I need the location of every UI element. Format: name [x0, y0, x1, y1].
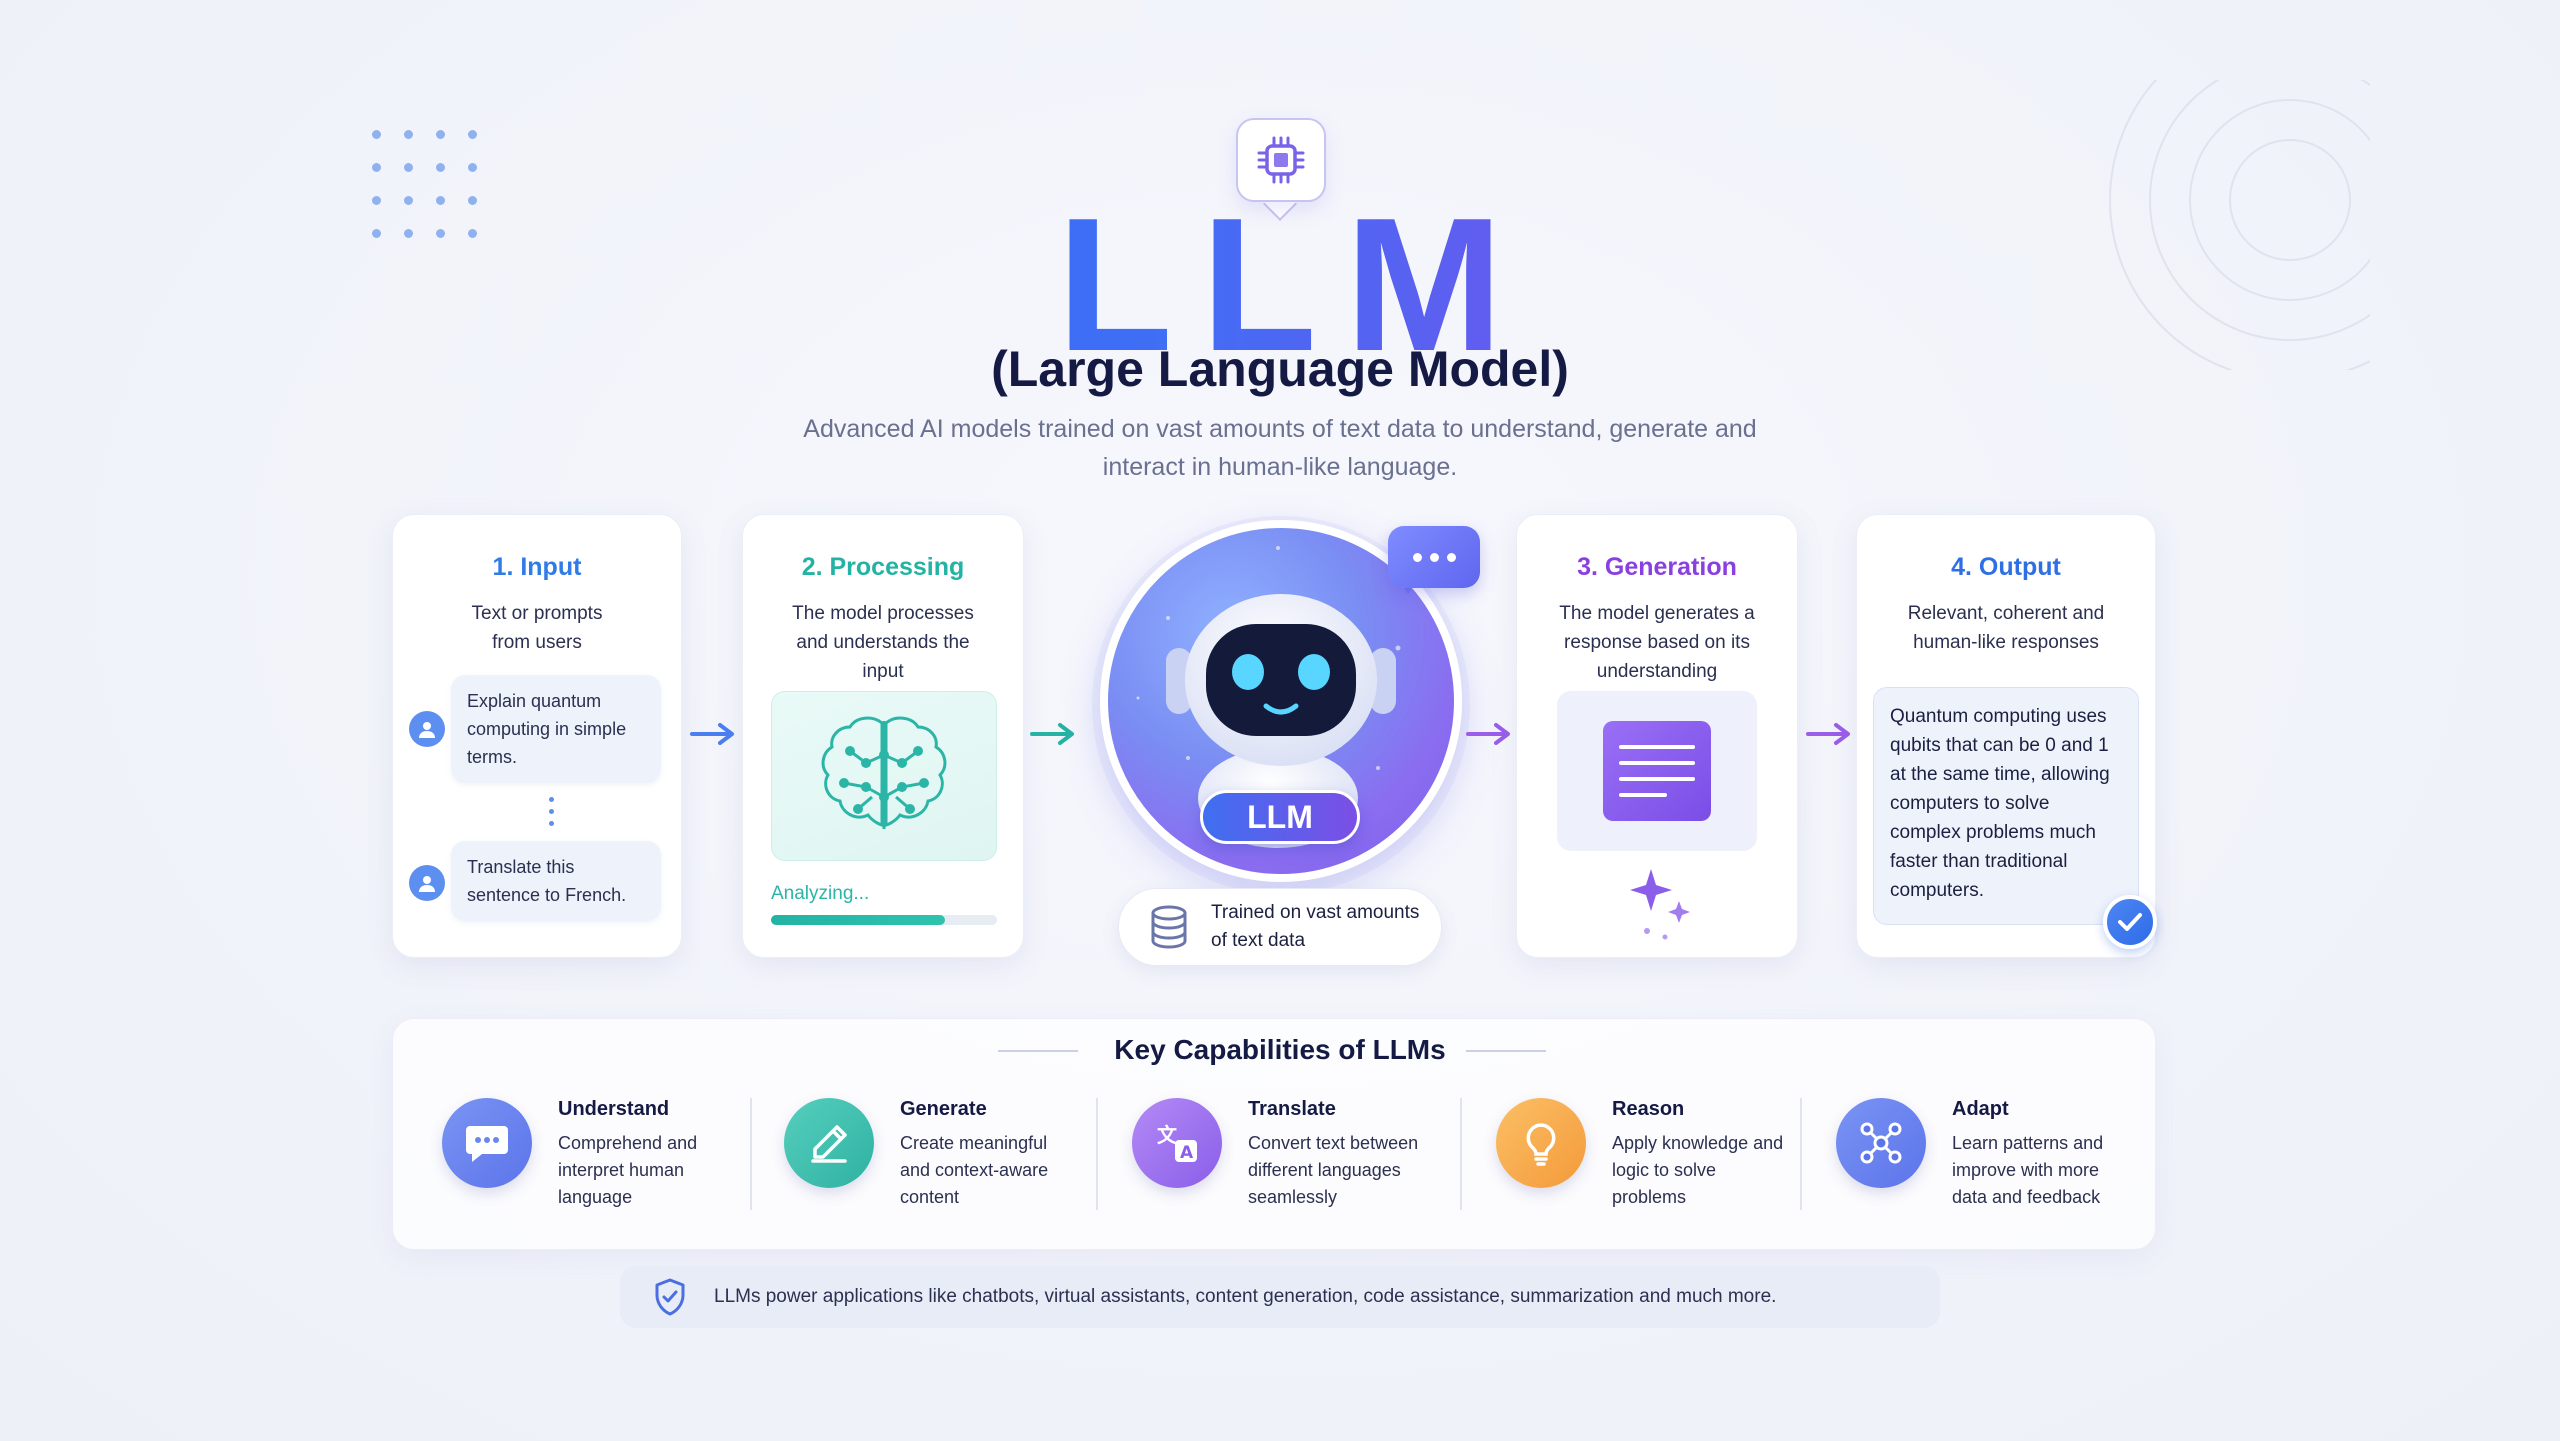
- sparkle-icon: [1630, 869, 1690, 940]
- step-processing-text: The model processes and understands the …: [792, 603, 974, 682]
- step-output-card: 4. Output Relevant, coherent and human-l…: [1856, 514, 2157, 958]
- capability-desc: Learn patterns and improve with more dat…: [1952, 1133, 2104, 1207]
- capability-desc: Apply knowledge and logic to solve probl…: [1612, 1133, 1784, 1207]
- capability-name: Understand: [558, 1098, 670, 1120]
- output-response: Quantum computing uses qubits that can b…: [1873, 687, 2139, 925]
- trained-data-pill: Trained on vast amounts of text data: [1118, 888, 1442, 966]
- step-generation-title: 3. Generation: [1577, 553, 1737, 581]
- page-title: LLM: [0, 190, 2560, 380]
- divider: [1460, 1098, 1462, 1210]
- capabilities-title: Key Capabilities of LLMs: [1114, 1034, 1446, 1065]
- capability-desc: Comprehend and interpret human language: [558, 1133, 698, 1207]
- network-icon: [1836, 1098, 1926, 1188]
- llm-badge: LLM: [1200, 790, 1360, 844]
- page-subtitle: (Large Language Model): [991, 341, 1569, 397]
- step-input-text: Text or prompts from users: [471, 603, 603, 653]
- step-processing-card: 2. Processing The model processes and un…: [742, 514, 1024, 958]
- step-generation-text: The model generates a response based on …: [1559, 603, 1755, 682]
- user-avatar-icon: [409, 865, 445, 901]
- divider: [1800, 1098, 1802, 1210]
- trained-text: Trained on vast amounts of text data: [1211, 902, 1420, 951]
- user-avatar-icon: [409, 711, 445, 747]
- svg-text:文: 文: [1157, 1123, 1178, 1147]
- decorative-dots: [372, 130, 482, 240]
- pencil-icon: [784, 1098, 874, 1188]
- step-processing-title: 2. Processing: [801, 553, 965, 581]
- footer-text: LLMs power applications like chatbots, v…: [714, 1286, 1777, 1307]
- more-dots-icon: [549, 797, 555, 833]
- analyzing-progress-bar: [771, 915, 997, 925]
- prompt-bubble: Translate this sentence to French.: [451, 841, 661, 921]
- divider: [750, 1098, 752, 1210]
- shield-icon: [655, 1278, 685, 1316]
- capability-name: Adapt: [1952, 1098, 2009, 1120]
- robot-icon: [1136, 546, 1401, 848]
- brain-icon: [821, 716, 947, 829]
- step-output-title: 4. Output: [1951, 553, 2061, 581]
- database-icon: [1151, 905, 1187, 949]
- divider: [1096, 1098, 1098, 1210]
- arrow-right-icon: [690, 723, 734, 745]
- progress-fill: [771, 915, 946, 925]
- capability-name: Generate: [900, 1098, 987, 1120]
- step-input-title: 1. Input: [492, 553, 582, 581]
- arrow-right-icon: [1030, 723, 1074, 745]
- title-divider: [998, 1050, 1078, 1052]
- brain-panel: [771, 691, 997, 861]
- chat-bubble-icon: [1388, 526, 1480, 588]
- document-panel: [1557, 691, 1757, 851]
- decorative-arcs: [2109, 80, 2370, 370]
- document-icon: [1603, 721, 1711, 821]
- arrow-right-icon: [1466, 723, 1510, 745]
- check-icon: [2103, 895, 2157, 949]
- analyzing-status: Analyzing...: [771, 883, 870, 904]
- prompt-bubble: Explain quantum computing in simple term…: [451, 675, 661, 783]
- capability-name: Reason: [1612, 1098, 1685, 1120]
- capability-desc: Convert text between different languages…: [1248, 1133, 1419, 1207]
- svg-text:A: A: [1180, 1143, 1194, 1163]
- chip-icon: [1236, 118, 1326, 202]
- step-input-card: 1. Input Text or prompts from users Expl…: [392, 514, 682, 958]
- step-generation-card: 3. Generation The model generates a resp…: [1516, 514, 1798, 958]
- lightbulb-icon: [1496, 1098, 1586, 1188]
- footer-banner: LLMs power applications like chatbots, v…: [620, 1266, 1940, 1328]
- title-divider: [1466, 1050, 1546, 1052]
- capability-name: Translate: [1248, 1098, 1336, 1120]
- arrow-right-icon: [1806, 723, 1850, 745]
- chat-bubble-icon: [442, 1098, 532, 1188]
- capability-desc: Create meaningful and context-aware cont…: [900, 1133, 1049, 1207]
- page-description: Advanced AI models trained on vast amoun…: [803, 415, 1757, 481]
- step-output-text: Relevant, coherent and human-like respon…: [1907, 603, 2105, 653]
